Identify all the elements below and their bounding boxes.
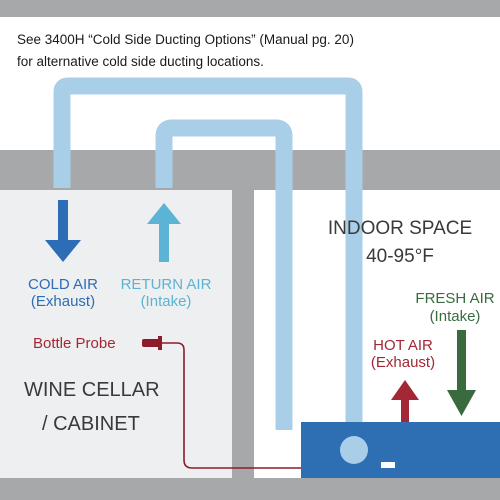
cold-air-sublabel: (Exhaust)	[31, 293, 95, 310]
indoor-space-label: INDOOR SPACE	[328, 218, 472, 239]
duct-outlet-circle	[340, 436, 368, 464]
floor-wall	[0, 478, 500, 500]
partition-wall	[232, 190, 254, 478]
cellar-interior	[0, 190, 232, 500]
unit-indicator	[381, 462, 395, 468]
indoor-temp-label: 40-95°F	[366, 246, 434, 267]
probe-wire	[160, 342, 301, 469]
fresh-air-arrow	[447, 330, 476, 416]
cold-air-label: COLD AIR	[28, 276, 98, 293]
note-line-1: See 3400H “Cold Side Ducting Options” (M…	[17, 32, 354, 47]
bottle-probe-tip	[142, 336, 162, 350]
cellar-label-line-1: WINE CELLAR	[24, 379, 160, 401]
fresh-air-label: FRESH AIR	[415, 290, 494, 307]
inner-duct	[155, 119, 293, 430]
ceiling-wall	[0, 150, 500, 190]
cold-air-arrow	[45, 200, 81, 262]
top-bar	[0, 0, 500, 17]
outer-duct	[53, 77, 363, 448]
cooling-unit	[301, 422, 500, 478]
return-air-arrow	[147, 203, 181, 262]
return-air-sublabel: (Intake)	[141, 293, 192, 310]
hot-air-sublabel: (Exhaust)	[371, 354, 435, 371]
hot-air-arrow	[391, 380, 419, 422]
bottle-probe-label: Bottle Probe	[33, 335, 116, 352]
return-air-label: RETURN AIR	[121, 276, 212, 293]
note-line-2: for alternative cold side ducting locati…	[17, 54, 264, 69]
cellar-label-line-2: / CABINET	[42, 413, 140, 435]
hot-air-label: HOT AIR	[373, 337, 433, 354]
fresh-air-sublabel: (Intake)	[430, 308, 481, 325]
